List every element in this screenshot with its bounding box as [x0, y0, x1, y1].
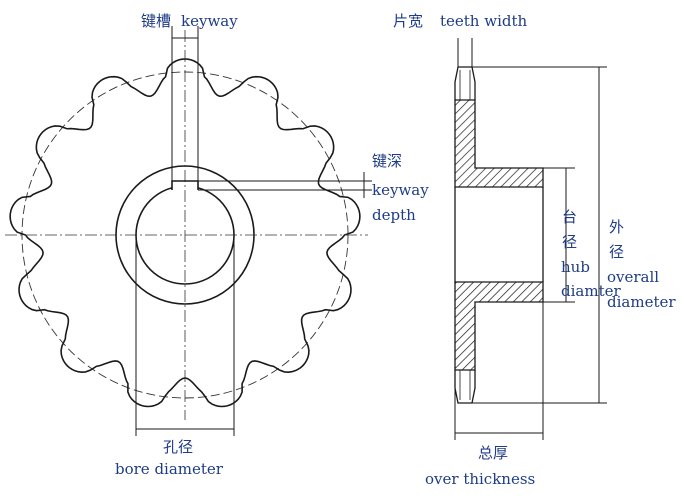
teeth-width-label-en: teeth width	[440, 12, 528, 30]
overall-label-en1: overall	[607, 268, 659, 286]
overall-label-cn1: 外	[609, 218, 624, 236]
front-view	[5, 26, 372, 436]
hub-label-cn2: 径	[562, 233, 577, 251]
labels: 键槽 keyway 片宽 teeth width 键深 keyway depth…	[115, 12, 676, 488]
lower-hatched-section	[454, 281, 544, 371]
keyway-label-en: keyway	[181, 12, 238, 30]
keyway-label-cn: 键槽	[141, 12, 171, 30]
bore-label-cn: 孔径	[163, 438, 193, 456]
plate-profile	[454, 66, 476, 404]
hub-label-cn1: 台	[562, 208, 577, 226]
keyway-depth-label-cn: 键深	[372, 152, 402, 170]
side-view	[454, 38, 607, 440]
hub-label-en1: hub	[561, 258, 590, 276]
keyway-depth-label-en1: keyway	[372, 181, 429, 199]
thickness-label-cn: 总厚	[478, 444, 508, 462]
overall-label-en2: diameter	[607, 293, 676, 311]
teeth-width-label-cn: 片宽	[393, 12, 423, 30]
thickness-label-en: over thickness	[425, 470, 535, 488]
keyway-depth-label-en2: depth	[372, 206, 416, 224]
upper-hatched-section	[454, 99, 544, 188]
bore-label-en: bore diameter	[115, 460, 224, 478]
overall-label-cn2: 径	[609, 243, 624, 261]
hub-label-en2: diamter	[561, 282, 621, 300]
